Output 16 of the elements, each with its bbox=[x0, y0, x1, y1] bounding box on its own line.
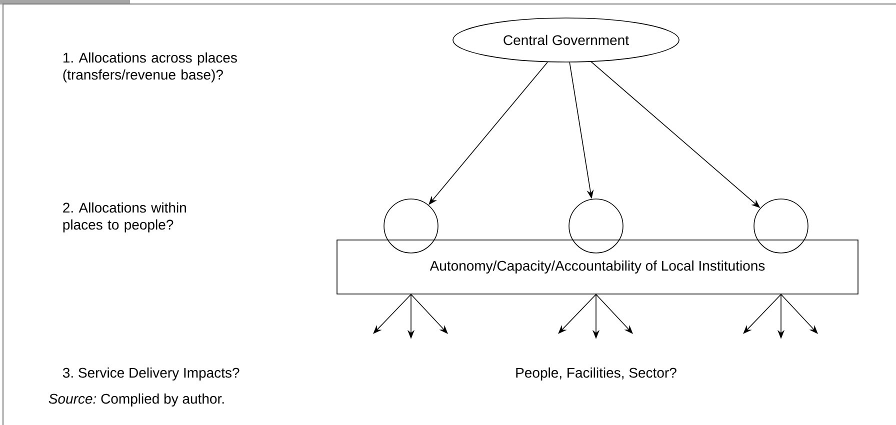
process-box: Autonomy/Capacity/Accountability of Local Institutions bbox=[336, 240, 858, 294]
caption: Source: Complied by author. bbox=[48, 393, 224, 406]
question-text: 2. Allocations within places to people? bbox=[63, 202, 186, 232]
question-text: People, Facilities, Sector? bbox=[516, 367, 676, 380]
circle-node bbox=[754, 198, 808, 254]
arrow bbox=[780, 294, 818, 334]
circle-node bbox=[568, 198, 624, 254]
question-text: 3. Service Delivery Impacts? bbox=[62, 367, 240, 380]
arrow bbox=[373, 294, 412, 334]
ellipse-node: Central Government bbox=[452, 18, 680, 62]
arrow bbox=[596, 294, 633, 334]
arrow bbox=[558, 294, 596, 334]
arrow bbox=[743, 294, 782, 334]
arrow bbox=[410, 294, 448, 334]
question-text: 1. Allocations across places (transfers/revenue base)? bbox=[63, 52, 237, 82]
circle-node bbox=[384, 198, 438, 254]
